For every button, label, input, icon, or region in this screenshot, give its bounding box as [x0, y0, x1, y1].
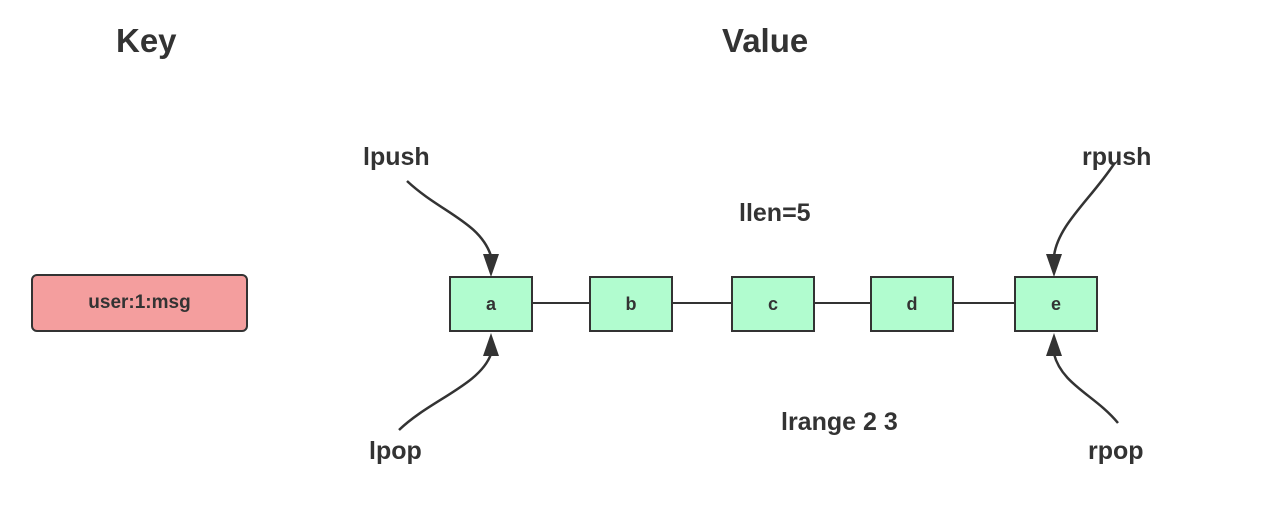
lpop-arrowhead	[483, 333, 499, 356]
lpush-arrowhead	[483, 254, 499, 277]
lpop-arrow-line	[398, 353, 493, 431]
lpop-label: lpop	[369, 437, 422, 465]
rpush-label: rpush	[1082, 143, 1152, 171]
lpush-arrow-line	[406, 180, 493, 257]
key-heading: Key	[116, 22, 177, 59]
value-heading: Value	[722, 22, 809, 59]
rpop-arrowhead	[1046, 333, 1062, 356]
lpush-label: lpush	[363, 143, 430, 171]
llen-annotation: llen=5	[739, 199, 811, 227]
rpop-label: rpop	[1088, 437, 1144, 465]
list-node-b: b	[589, 276, 673, 332]
list-node-d: d	[870, 276, 954, 332]
list-link-ab	[532, 302, 589, 304]
list-link-de	[953, 302, 1015, 304]
key-label: user:1:msg	[88, 292, 191, 313]
key-box: user:1:msg	[31, 274, 248, 332]
lrange-annotation: lrange 2 3	[781, 408, 898, 436]
list-node-c: c	[731, 276, 815, 332]
rpush-arrow-line	[1052, 163, 1116, 257]
list-node-label: c	[767, 293, 778, 314]
list-node-label: e	[1050, 293, 1061, 314]
list-node-label: b	[625, 293, 637, 314]
list-link-cd	[814, 302, 871, 304]
list-node-label: a	[485, 293, 496, 314]
rpush-arrowhead	[1046, 254, 1062, 277]
list-node-e: e	[1014, 276, 1098, 332]
list-node-label: d	[906, 293, 918, 314]
rpop-arrow-line	[1052, 353, 1119, 424]
list-link-bc	[671, 302, 732, 304]
